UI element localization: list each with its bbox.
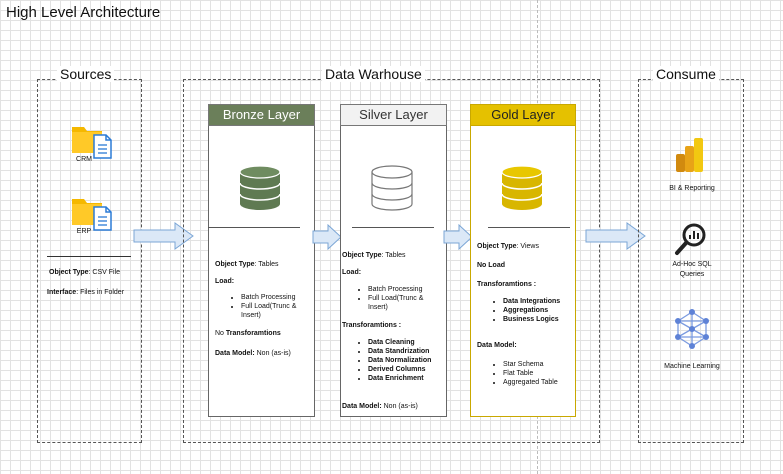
erp-folder-icon <box>70 195 116 231</box>
erp-label: ERP <box>76 228 92 235</box>
bronze-load-item: Full Load(Trunc & <box>241 302 310 311</box>
silver-layer-header: Silver Layer <box>340 104 447 126</box>
sources-object-type: Object Type: CSV File <box>49 269 121 276</box>
gold-transform-item: Business Logics <box>503 315 577 324</box>
bronze-no-transform: No Transforamtions <box>215 330 281 337</box>
gold-data-model-label: Data Model: <box>477 342 517 349</box>
silver-database-icon <box>371 165 413 216</box>
silver-load: Load: <box>342 269 362 276</box>
silver-load-item: Batch Processing <box>368 285 442 294</box>
adhoc-sql-label-line2: Queries <box>679 271 705 278</box>
powerbi-icon <box>675 137 705 178</box>
silver-data-model: Data Model: Non (as-is) <box>342 403 418 410</box>
gold-data-model-item: Flat Table <box>503 369 577 378</box>
gold-data-model-item: Star Schema <box>503 360 577 369</box>
bronze-load-list: Batch Processing Full Load(Trunc & Inser… <box>215 293 310 320</box>
silver-transform-label: Transforamtions : <box>342 322 402 329</box>
consume-heading: Consume <box>653 66 719 82</box>
bronze-object-type: Object Type: Tables <box>215 261 279 268</box>
gold-layer-header: Gold Layer <box>470 104 576 126</box>
silver-divider <box>352 227 434 228</box>
silver-load-list: Batch Processing Full Load(Trunc & Inser… <box>342 285 442 312</box>
silver-transform-item: Data Normalization <box>368 356 442 365</box>
warehouse-heading: Data Warhouse <box>322 66 425 82</box>
bronze-data-model: Data Model: Non (as-is) <box>215 350 291 357</box>
gold-transform-item: Aggregations <box>503 306 577 315</box>
bronze-layer-header: Bronze Layer <box>208 104 315 126</box>
sources-heading: Sources <box>57 66 115 82</box>
diagram-title: High Level Architecture <box>6 4 161 21</box>
gold-transform-list: Data Integrations Aggregations Business … <box>477 297 577 324</box>
gold-object-type: Object Type: Views <box>477 243 539 250</box>
crm-label: CRM <box>76 156 92 163</box>
silver-transform-item: Data Enrichment <box>368 374 442 383</box>
gold-no-load: No Load <box>477 262 505 269</box>
gold-database-icon <box>501 165 543 216</box>
gold-transform-item: Data Integrations <box>503 297 577 306</box>
bronze-database-icon <box>239 165 281 216</box>
silver-transform-list: Data Cleaning Data Standrization Data No… <box>342 338 442 383</box>
bronze-load-item: Insert) <box>241 312 261 319</box>
crm-folder-icon <box>70 123 116 159</box>
gold-data-model-item: Aggregated Table <box>503 378 577 387</box>
gold-divider <box>488 227 570 228</box>
arrow-silver-to-gold <box>443 223 473 255</box>
adhoc-sql-label: Ad-Hoc SQL Queries <box>652 260 732 280</box>
silver-load-item: Insert) <box>368 304 388 311</box>
bronze-load: Load: <box>215 278 235 285</box>
adhoc-sql-label-line1: Ad-Hoc SQL <box>672 261 712 268</box>
bi-reporting-label: BI & Reporting <box>669 185 715 192</box>
arrow-bronze-to-silver <box>312 223 342 255</box>
sources-divider <box>47 256 131 257</box>
silver-transform-item: Data Standrization <box>368 347 442 356</box>
arrow-gold-to-consume <box>585 222 647 255</box>
gold-transform-label: Transforamtions : <box>477 281 537 288</box>
neural-network-icon <box>674 309 710 354</box>
silver-transform-item: Data Cleaning <box>368 338 442 347</box>
silver-transform-item: Derived Columns <box>368 365 442 374</box>
silver-load-item: Full Load(Trunc & <box>368 294 442 303</box>
gold-data-model-list: Star Schema Flat Table Aggregated Table <box>477 360 577 387</box>
machine-learning-label: Machine Learning <box>664 363 720 370</box>
sources-interface: Interface: Files in Folder <box>47 289 125 296</box>
bronze-load-item: Batch Processing <box>241 293 310 302</box>
search-chart-icon <box>674 222 708 261</box>
silver-object-type: Object Type: Tables <box>342 252 406 259</box>
bronze-divider <box>208 227 300 228</box>
arrow-sources-to-bronze <box>133 222 195 255</box>
